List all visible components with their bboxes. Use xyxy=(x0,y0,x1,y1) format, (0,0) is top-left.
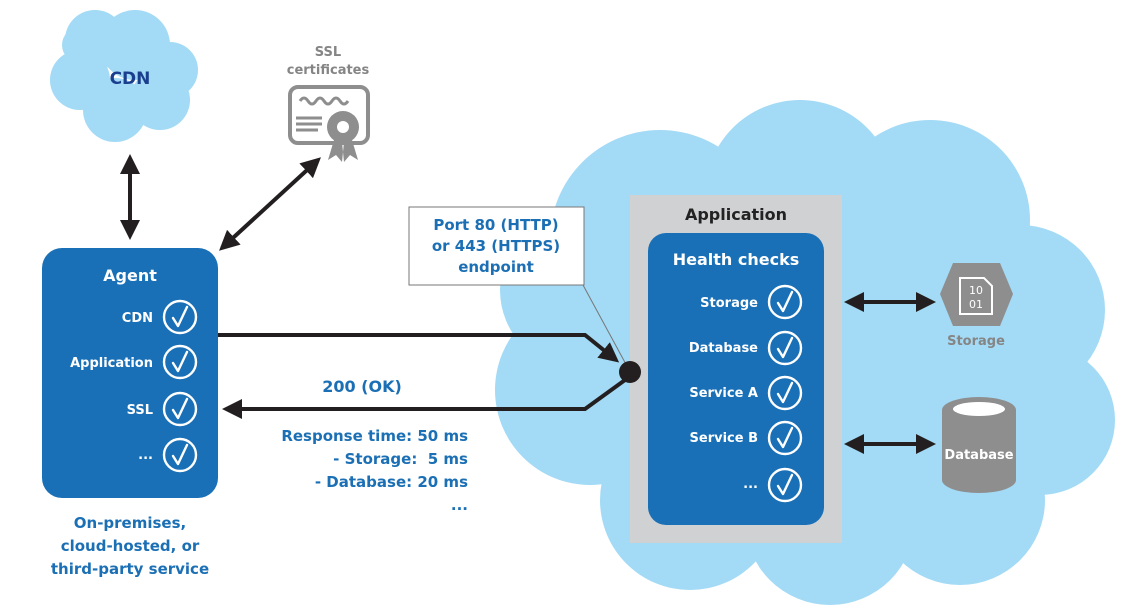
status-label: 200 (OK) xyxy=(322,377,402,396)
health-checks-title: Health checks xyxy=(673,250,800,269)
health-check-item: Service B xyxy=(690,420,803,456)
response-line: - Database: 20 ms xyxy=(315,473,468,491)
caption-line: cloud-hosted, or xyxy=(61,537,200,555)
health-check-label: ... xyxy=(743,477,758,492)
response-arrow xyxy=(222,378,627,419)
health-check-item: Storage xyxy=(700,284,803,320)
request-arrow xyxy=(218,333,620,363)
health-check-item: Database xyxy=(689,330,803,366)
health-check-label: Service B xyxy=(690,431,758,446)
storage-hexagon-icon xyxy=(940,263,1013,326)
health-check-item: Service A xyxy=(689,375,803,411)
endpoint-dot xyxy=(619,361,641,383)
storage-node: 10 01 Storage xyxy=(940,263,1013,349)
agent-box: Agent CDN Application SSL ... xyxy=(42,248,218,498)
health-check-label: Database xyxy=(689,341,758,356)
application-box: Application Health checks Storage Databa… xyxy=(630,195,842,543)
ssl-label-line1: SSL xyxy=(315,45,341,60)
endpoint-line: or 443 (HTTPS) xyxy=(432,237,560,255)
database-cylinder-icon xyxy=(942,397,1016,493)
health-checks-box xyxy=(648,233,824,525)
binary-line: 10 xyxy=(969,284,983,297)
database-label: Database xyxy=(944,448,1013,463)
storage-label: Storage xyxy=(947,334,1005,349)
agent-check-item: CDN xyxy=(122,299,198,335)
endpoint-line: endpoint xyxy=(458,258,534,276)
application-title: Application xyxy=(685,205,787,224)
ssl-agent-arrow xyxy=(219,157,321,251)
agent-caption: On-premises, cloud-hosted, or third-part… xyxy=(51,514,209,578)
binary-line: 01 xyxy=(969,298,983,311)
caption-line: third-party service xyxy=(51,560,209,578)
agent-check-item: ... xyxy=(138,437,198,473)
health-check-item: ... xyxy=(743,467,803,503)
agent-check-item: Application xyxy=(70,344,198,380)
health-check-label: Storage xyxy=(700,296,758,311)
ssl-label-line2: certificates xyxy=(287,63,370,78)
agent-check-label: CDN xyxy=(122,311,153,326)
agent-check-item: SSL xyxy=(127,391,198,427)
agent-check-label: Application xyxy=(70,356,153,371)
agent-check-label: SSL xyxy=(127,403,153,418)
cdn-cloud: CDN xyxy=(50,10,198,142)
response-line: - Storage: 5 ms xyxy=(333,450,468,468)
response-details: Response time: 50 ms - Storage: 5 ms - D… xyxy=(281,427,468,514)
health-check-label: Service A xyxy=(689,386,758,401)
ssl-certificates: SSL certificates xyxy=(287,45,370,162)
database-node: Database xyxy=(942,397,1016,493)
endpoint-callout: Port 80 (HTTP) or 443 (HTTPS) endpoint xyxy=(408,206,629,369)
agent-check-label: ... xyxy=(138,448,153,463)
binary-file-icon xyxy=(959,277,993,315)
response-line: ... xyxy=(451,496,468,514)
agent-title: Agent xyxy=(103,266,157,285)
certificate-icon xyxy=(288,85,370,162)
response-line: Response time: 50 ms xyxy=(281,427,468,445)
endpoint-line: Port 80 (HTTP) xyxy=(433,216,558,234)
cdn-label: CDN xyxy=(110,69,151,89)
caption-line: On-premises, xyxy=(74,514,186,532)
